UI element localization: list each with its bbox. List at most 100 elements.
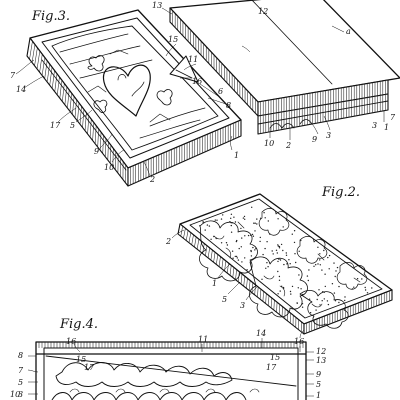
fig2-ref: 2 (165, 237, 171, 246)
stipple-dot (277, 260, 279, 263)
stipple-dot (231, 222, 233, 224)
stipple-dot (278, 247, 281, 249)
fig4-ref: 5 (18, 378, 23, 387)
hatch-line (51, 70, 55, 89)
hatch-line (246, 278, 248, 289)
stipple-dot (222, 214, 224, 216)
fig4-wall-hatching (38, 342, 304, 348)
fig1-ref: 12 (258, 7, 268, 16)
stipple-dot (291, 233, 293, 235)
fig4-ref: 15 (270, 353, 280, 362)
stipple-dot (316, 298, 318, 301)
fig3-ref: 11 (188, 55, 198, 64)
stipple-dot (308, 269, 310, 271)
stipple-dot (327, 256, 329, 259)
stipple-dot (308, 298, 311, 300)
fig3-ref: 17 (50, 121, 61, 130)
stipple-dot (281, 285, 283, 287)
hatch-line (97, 128, 99, 148)
stipple-dot (328, 268, 330, 270)
fig1-ref: a (346, 27, 351, 36)
stipple-dot (251, 206, 253, 208)
stipple-dot (317, 246, 319, 248)
stipple-dot (323, 298, 325, 300)
stipple-dot (235, 255, 238, 258)
stipple-dot (326, 300, 329, 302)
hatch-line (44, 60, 48, 79)
hatch-line (92, 122, 94, 141)
stipple-dot (230, 222, 232, 224)
stipple-dot (328, 254, 331, 257)
fig1-ref: 1 (384, 123, 389, 132)
stipple-dot (237, 259, 240, 261)
stipple-dot (250, 262, 252, 264)
stipple-dot (225, 242, 228, 244)
fig4-ref: 10 (10, 390, 20, 399)
stipple-dot (293, 241, 296, 244)
stipple-dot (371, 287, 373, 289)
stipple-dot (267, 220, 269, 222)
hatch-line (74, 99, 77, 118)
hatch-line (49, 67, 53, 86)
stipple-dot (356, 278, 359, 280)
stipple-dot (255, 247, 257, 250)
stipple-dot (286, 263, 288, 265)
stipple-dot (285, 254, 288, 256)
fig2-stipple (199, 206, 373, 314)
fig3-heart-detail (117, 74, 145, 97)
hatch-line (54, 73, 58, 92)
stipple-dot (279, 290, 281, 292)
fig2-flower-cluster-b (249, 256, 308, 318)
fig3-ref: 15 (168, 35, 178, 44)
fig3-ref: 10 (104, 163, 114, 172)
stipple-dot (229, 221, 231, 223)
fig3-ref: 16 (192, 77, 202, 86)
stipple-dot (259, 240, 261, 243)
stipple-dot (277, 245, 280, 247)
hatch-line (218, 256, 221, 267)
fig4-flower-row-bottom (51, 392, 247, 400)
stipple-dot (278, 258, 280, 260)
hatch-line (39, 54, 43, 73)
hatch-line (191, 234, 194, 245)
hatch-line (77, 102, 80, 122)
hatch-line (210, 250, 213, 261)
stipple-dot (216, 219, 218, 221)
fig1-lid-line (251, 0, 333, 85)
stipple-dot (336, 266, 339, 269)
fig1-ref: 3 (372, 121, 377, 130)
stipple-dot (288, 259, 290, 261)
hatch-line (64, 86, 68, 105)
stipple-dot (204, 229, 206, 231)
fig2-ref: 3 (240, 301, 245, 310)
stipple-dot (317, 263, 319, 265)
hatch-line (243, 276, 245, 287)
stipple-dot (206, 224, 209, 226)
hatch-line (270, 297, 272, 308)
fig3-ref: 14 (16, 85, 26, 94)
fig4-ref: 7 (18, 366, 24, 375)
hatch-line (216, 254, 219, 265)
fig4-ref: 17 (84, 363, 95, 372)
stipple-dot (289, 290, 292, 293)
stipple-dot (244, 257, 246, 259)
stipple-dot (254, 222, 256, 224)
hatch-line (69, 93, 72, 112)
fig3-inner-edge (41, 59, 127, 171)
hatch-line (34, 47, 38, 66)
fig3-heart-ornament (102, 64, 151, 117)
fig4-ref: 3 (18, 390, 23, 399)
stipple-dot (277, 293, 279, 295)
hatch-line (57, 76, 60, 96)
stipple-dot (240, 227, 242, 230)
stipple-dot (244, 218, 246, 220)
stipple-dot (250, 255, 253, 257)
hatch-line (265, 293, 267, 304)
stipple-dot (334, 275, 336, 278)
stipple-dot (215, 237, 217, 240)
stipple-dot (301, 306, 304, 308)
stipple-dot (333, 292, 336, 294)
fig4-flower-details (69, 388, 260, 393)
stipple-dot (252, 235, 255, 237)
